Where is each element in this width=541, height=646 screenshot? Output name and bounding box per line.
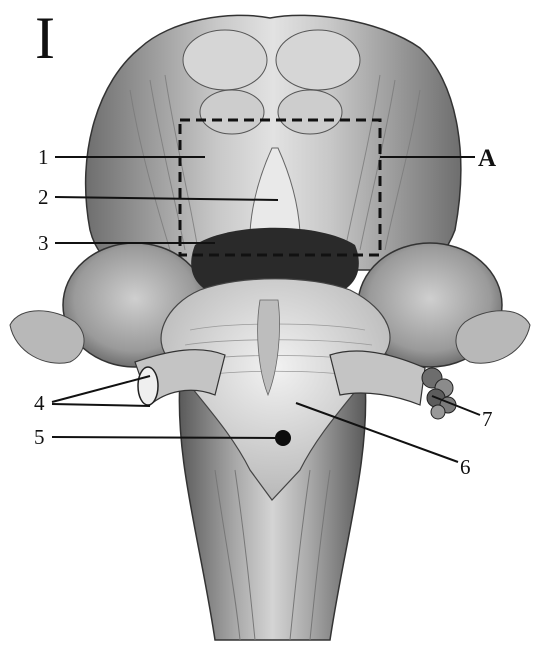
label-1: 1 — [38, 145, 49, 169]
peduncle-cut-surface — [138, 367, 158, 405]
label-3: 3 — [38, 231, 49, 255]
right-lower-colliculus — [278, 90, 342, 134]
leader-4a — [52, 376, 150, 402]
left-colliculus — [183, 30, 267, 90]
label-5: 5 — [34, 425, 45, 449]
leader-5 — [52, 437, 278, 438]
panel-label: I — [35, 5, 55, 71]
region-label-a: A — [478, 145, 496, 172]
label-6: 6 — [460, 455, 471, 479]
label-7: 7 — [482, 407, 493, 431]
label-2: 2 — [38, 185, 49, 209]
right-colliculus — [276, 30, 360, 90]
leader-4b — [52, 404, 150, 406]
label-4: 4 — [34, 391, 45, 415]
choroid-tuft — [422, 368, 456, 419]
left-lower-colliculus — [200, 90, 264, 134]
